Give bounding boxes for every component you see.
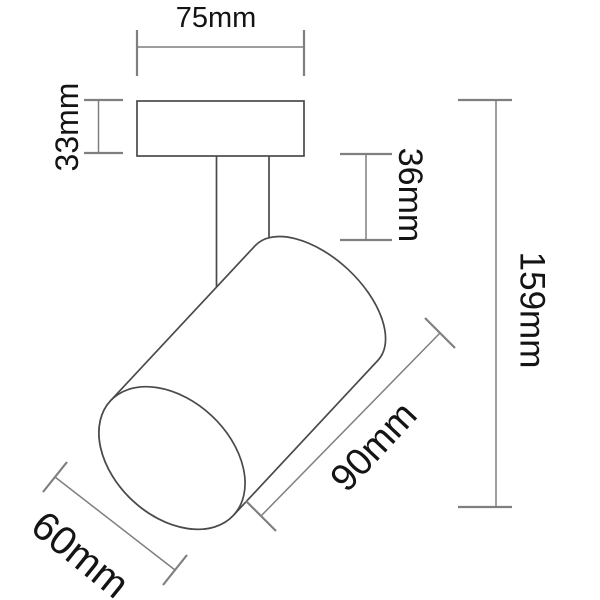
dim-body-length-line [260,332,441,517]
dim-body-diameter-tick-left [42,461,68,493]
lamp-body-group [98,235,387,531]
mounting-plate [136,100,305,157]
dim-body-length-tick-top [424,317,456,349]
dimension-lines [42,30,512,586]
dim-label-body-length: 90mm [323,394,426,500]
dim-body-diameter-line [54,476,176,571]
lamp-face [98,385,246,531]
dim-label-overall-height: 159mm [513,252,552,369]
lamp-fixture [98,100,387,531]
dim-label-body-diameter: 60mm [23,503,137,600]
dim-body-length-tick-bottom [245,500,277,532]
dim-label-plate-width: 75mm [176,2,257,34]
dim-body-diameter-tick-right [162,554,188,586]
dim-label-stem-length: 36mm [391,148,429,242]
dim-label-plate-thickness: 33mm [49,83,85,172]
